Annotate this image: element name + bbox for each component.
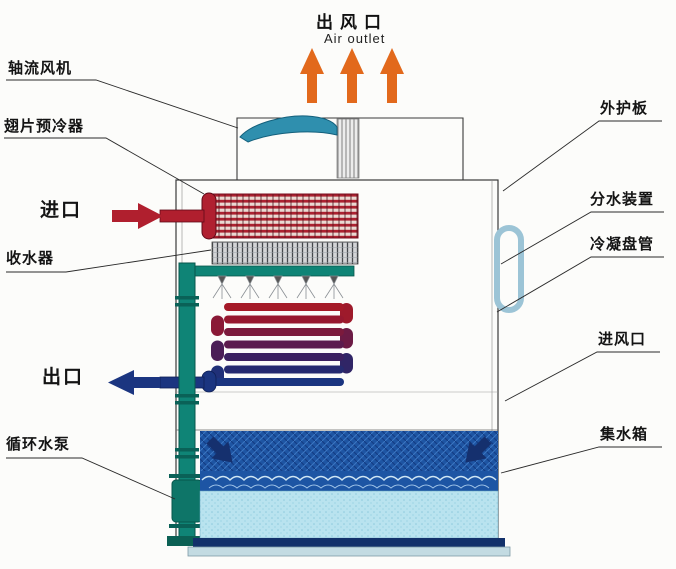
label-water-tank: 集水箱 xyxy=(600,426,649,443)
label-condensing-coil: 冷凝盘管 xyxy=(590,236,655,253)
finned-precooler xyxy=(201,192,359,240)
label-outlet: 出口 xyxy=(42,367,85,388)
pump-flange xyxy=(169,474,205,478)
label-air-inlet: 进风口 xyxy=(598,331,647,348)
leader-condensing-coil xyxy=(496,256,664,313)
leader-circulating-pump xyxy=(6,457,176,500)
label-axial-fan: 轴流风机 xyxy=(8,60,73,77)
pipe-flange xyxy=(175,296,199,300)
air-inlet-arrow-left xyxy=(206,436,233,463)
drift-eliminator xyxy=(211,241,359,265)
coil-tube xyxy=(224,353,344,361)
pump-foot xyxy=(167,536,207,546)
leader-finned-precooler xyxy=(4,137,205,195)
tank-fill-mesh xyxy=(200,431,498,473)
label-outer-panel: 外护板 xyxy=(600,100,649,117)
water-band xyxy=(200,471,498,491)
axial-fan xyxy=(239,115,360,179)
inlet-pipe xyxy=(159,209,205,223)
outlet-arrow xyxy=(108,370,160,395)
side-handle xyxy=(494,225,524,313)
coil-ubend xyxy=(211,315,224,336)
precooler-core xyxy=(211,193,359,239)
pipe-flange xyxy=(175,303,199,307)
air-outlet-arrow xyxy=(300,48,324,103)
outlet-assembly xyxy=(108,370,217,395)
air-outlet-arrows xyxy=(300,48,404,103)
water-tank xyxy=(187,431,511,557)
coil-ubend xyxy=(211,340,224,361)
coil-tube xyxy=(224,315,344,324)
pipe-flange xyxy=(175,394,199,398)
label-finned-precooler: 翅片预冷器 xyxy=(4,118,85,135)
air-inlet-arrow-right xyxy=(465,436,492,463)
label-circulating-pump: 循环水泵 xyxy=(6,436,71,453)
tank-bottom-bar xyxy=(193,538,505,547)
inlet-arrow xyxy=(112,203,163,229)
pipe-flange xyxy=(175,448,199,452)
water-distributor xyxy=(179,265,355,299)
air-outlet-arrow xyxy=(340,48,364,103)
leader-air-inlet xyxy=(504,351,660,402)
fan-housing xyxy=(236,117,464,180)
spray-header-pipe xyxy=(179,265,355,277)
label-water-collector: 收水器 xyxy=(6,250,55,267)
pipe-flange xyxy=(175,401,199,405)
circulation-pipe xyxy=(167,262,207,546)
coil-tube xyxy=(224,340,344,349)
coil-tube xyxy=(214,378,344,386)
pump-flange xyxy=(169,524,205,528)
coil-tube xyxy=(224,303,344,311)
pump-body xyxy=(171,479,203,523)
leader-water-distributor xyxy=(500,211,664,265)
water-surface-waves xyxy=(201,475,497,481)
condensing-coil xyxy=(211,303,353,386)
air-outlet-title-en: Air outlet xyxy=(324,31,386,46)
pipe-flange xyxy=(175,455,199,459)
leader-axial-fan xyxy=(6,79,239,129)
base-slab xyxy=(187,546,511,557)
label-water-distributor: 分水装置 xyxy=(590,191,655,208)
spray-nozzles xyxy=(212,275,344,299)
air-outlet-title-cn: 出风口 xyxy=(316,13,388,32)
coil-tube xyxy=(224,365,344,374)
leader-lines xyxy=(4,79,664,500)
air-outlet-arrow xyxy=(380,48,404,103)
leader-outer-panel xyxy=(502,120,662,192)
fan-motor xyxy=(336,118,360,179)
tank-lower xyxy=(199,490,499,539)
fan-blade-icon xyxy=(239,115,338,143)
water-surface-waves xyxy=(208,484,490,489)
leader-water-tank xyxy=(500,446,662,474)
coil-tube xyxy=(224,328,344,336)
label-inlet: 进口 xyxy=(40,200,83,221)
leader-water-collector xyxy=(6,249,212,273)
